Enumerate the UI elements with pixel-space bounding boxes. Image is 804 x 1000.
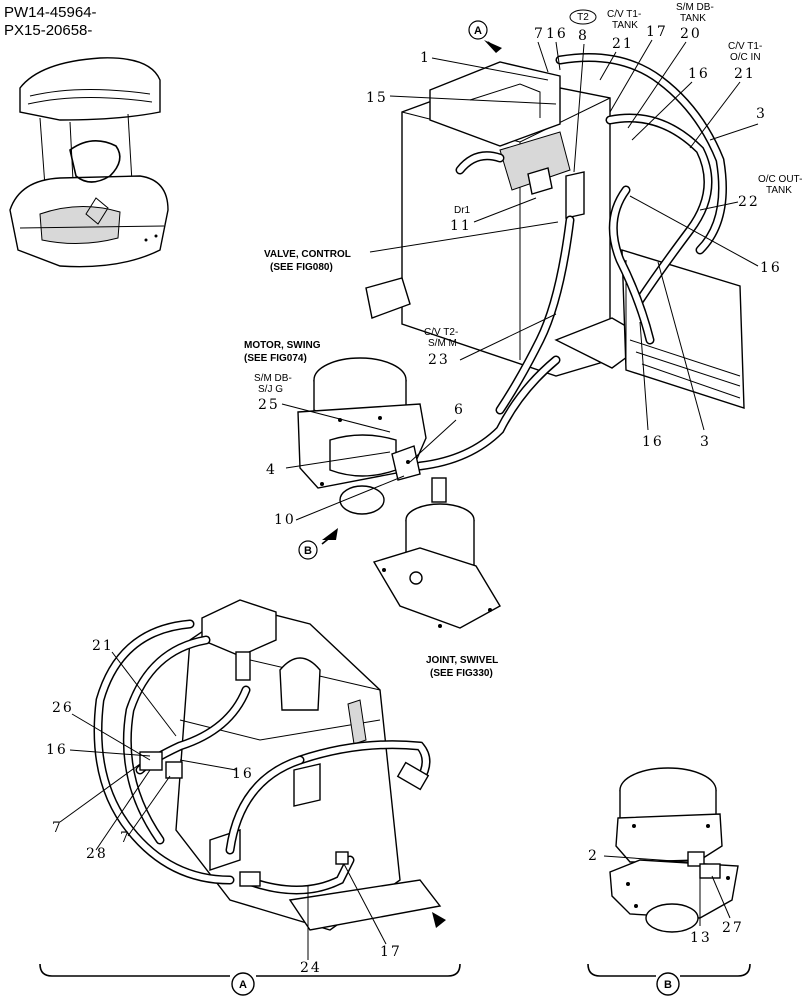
main-part-numbers: 7 16 8 21 17 20 1 16 15 21 3 11 22 16 23… bbox=[258, 24, 782, 528]
sm-db-sjg-label-1: S/M DB- bbox=[254, 373, 292, 384]
joint-swivel-label: JOINT, SWIVEL bbox=[426, 655, 498, 666]
part-number: 16 bbox=[760, 260, 782, 276]
view-a-marker: A bbox=[474, 25, 482, 37]
main-hoses bbox=[415, 53, 727, 471]
part-number: 3 bbox=[700, 434, 711, 450]
section-label-a: A bbox=[239, 979, 247, 991]
oc-out-tank-label-2: TANK bbox=[766, 185, 792, 196]
part-number: 3 bbox=[756, 106, 767, 122]
part-number: 24 bbox=[300, 960, 322, 976]
sm-db-tank-label-1: S/M DB- bbox=[676, 2, 714, 13]
main-leader-lines bbox=[281, 39, 759, 521]
part-number: 21 bbox=[734, 66, 756, 82]
cv-t2-sm-m-label-1: C/V T2- bbox=[424, 327, 458, 338]
dr1-label: Dr1 bbox=[454, 205, 471, 216]
control-valve-assembly bbox=[365, 61, 652, 377]
valve-control-label: VALVE, CONTROL bbox=[264, 249, 351, 260]
part-number: 22 bbox=[738, 194, 760, 210]
section-label-b: B bbox=[664, 979, 672, 991]
joint-swivel-ref: (SEE FIG330) bbox=[430, 668, 493, 679]
part-number: 11 bbox=[450, 218, 472, 234]
swing-motor bbox=[297, 357, 427, 515]
part-number: 7 bbox=[120, 830, 131, 846]
view-a-arrow: A bbox=[468, 20, 502, 53]
part-number: 25 bbox=[258, 397, 280, 413]
view-b-marker: B bbox=[304, 545, 312, 557]
cv-t1-oc-in-label-2: O/C IN bbox=[730, 52, 761, 63]
motor-swing-label: MOTOR, SWING bbox=[244, 340, 321, 351]
part-number: 1 bbox=[420, 50, 431, 66]
part-number: 17 bbox=[380, 944, 402, 960]
part-number: 4 bbox=[266, 462, 277, 478]
swivel-joint bbox=[372, 477, 501, 629]
part-number: 16 bbox=[688, 66, 710, 82]
part-number: 13 bbox=[690, 930, 712, 946]
part-number: 20 bbox=[680, 26, 702, 42]
serial-number-1: PW14-45964- bbox=[4, 4, 97, 21]
section-brace-b: B bbox=[587, 963, 751, 996]
oc-out-tank-label-1: O/C OUT- bbox=[758, 174, 802, 185]
part-number: 2 bbox=[588, 848, 599, 864]
part-number: 27 bbox=[722, 920, 744, 936]
part-number: 15 bbox=[366, 90, 388, 106]
valve-control-ref: (SEE FIG080) bbox=[270, 262, 333, 273]
part-number: 6 bbox=[454, 402, 465, 418]
cv-t1-oc-in-label-1: C/V T1- bbox=[728, 41, 762, 52]
view-a-leader-lines bbox=[59, 651, 387, 960]
part-number: 26 bbox=[52, 700, 74, 716]
view-a-fittings bbox=[139, 651, 446, 928]
section-brace-a: A bbox=[39, 963, 461, 996]
part-number: 21 bbox=[612, 36, 634, 52]
machine-overview-illustration bbox=[9, 57, 169, 268]
part-number: 28 bbox=[86, 846, 108, 862]
part-number: 7 bbox=[534, 26, 545, 42]
part-number: 17 bbox=[646, 24, 668, 40]
view-a-part-numbers: 21 26 16 16 7 28 7 24 17 bbox=[46, 638, 402, 976]
cv-t2-sm-m-label-2: S/M M bbox=[428, 338, 457, 349]
view-b-arrow: B bbox=[298, 528, 338, 560]
view-b-part-numbers: 2 13 27 bbox=[588, 848, 744, 946]
serial-number-2: PX15-20658- bbox=[4, 22, 93, 39]
part-number: 16 bbox=[642, 434, 664, 450]
cv-t1-tank-label-1: C/V T1- bbox=[607, 9, 641, 20]
sm-db-sjg-label-2: S/J G bbox=[258, 384, 283, 395]
part-number: 8 bbox=[578, 28, 589, 44]
part-number: 21 bbox=[92, 638, 114, 654]
motor-swing-ref: (SEE FIG074) bbox=[244, 353, 307, 364]
t2-label: T2 bbox=[577, 12, 589, 23]
sm-db-tank-label-2: TANK bbox=[680, 13, 706, 24]
part-number: 16 bbox=[46, 742, 68, 758]
cv-t1-tank-label-2: TANK bbox=[612, 20, 638, 31]
main-callouts: VALVE, CONTROL (SEE FIG080) MOTOR, SWING… bbox=[244, 2, 802, 679]
view-b-assembly bbox=[609, 767, 739, 933]
part-number: 16 bbox=[546, 26, 568, 42]
part-number: 23 bbox=[428, 352, 450, 368]
part-number: 10 bbox=[274, 512, 296, 528]
part-number: 7 bbox=[52, 820, 63, 836]
view-b-leader-lines bbox=[603, 855, 731, 926]
part-number: 16 bbox=[232, 766, 254, 782]
